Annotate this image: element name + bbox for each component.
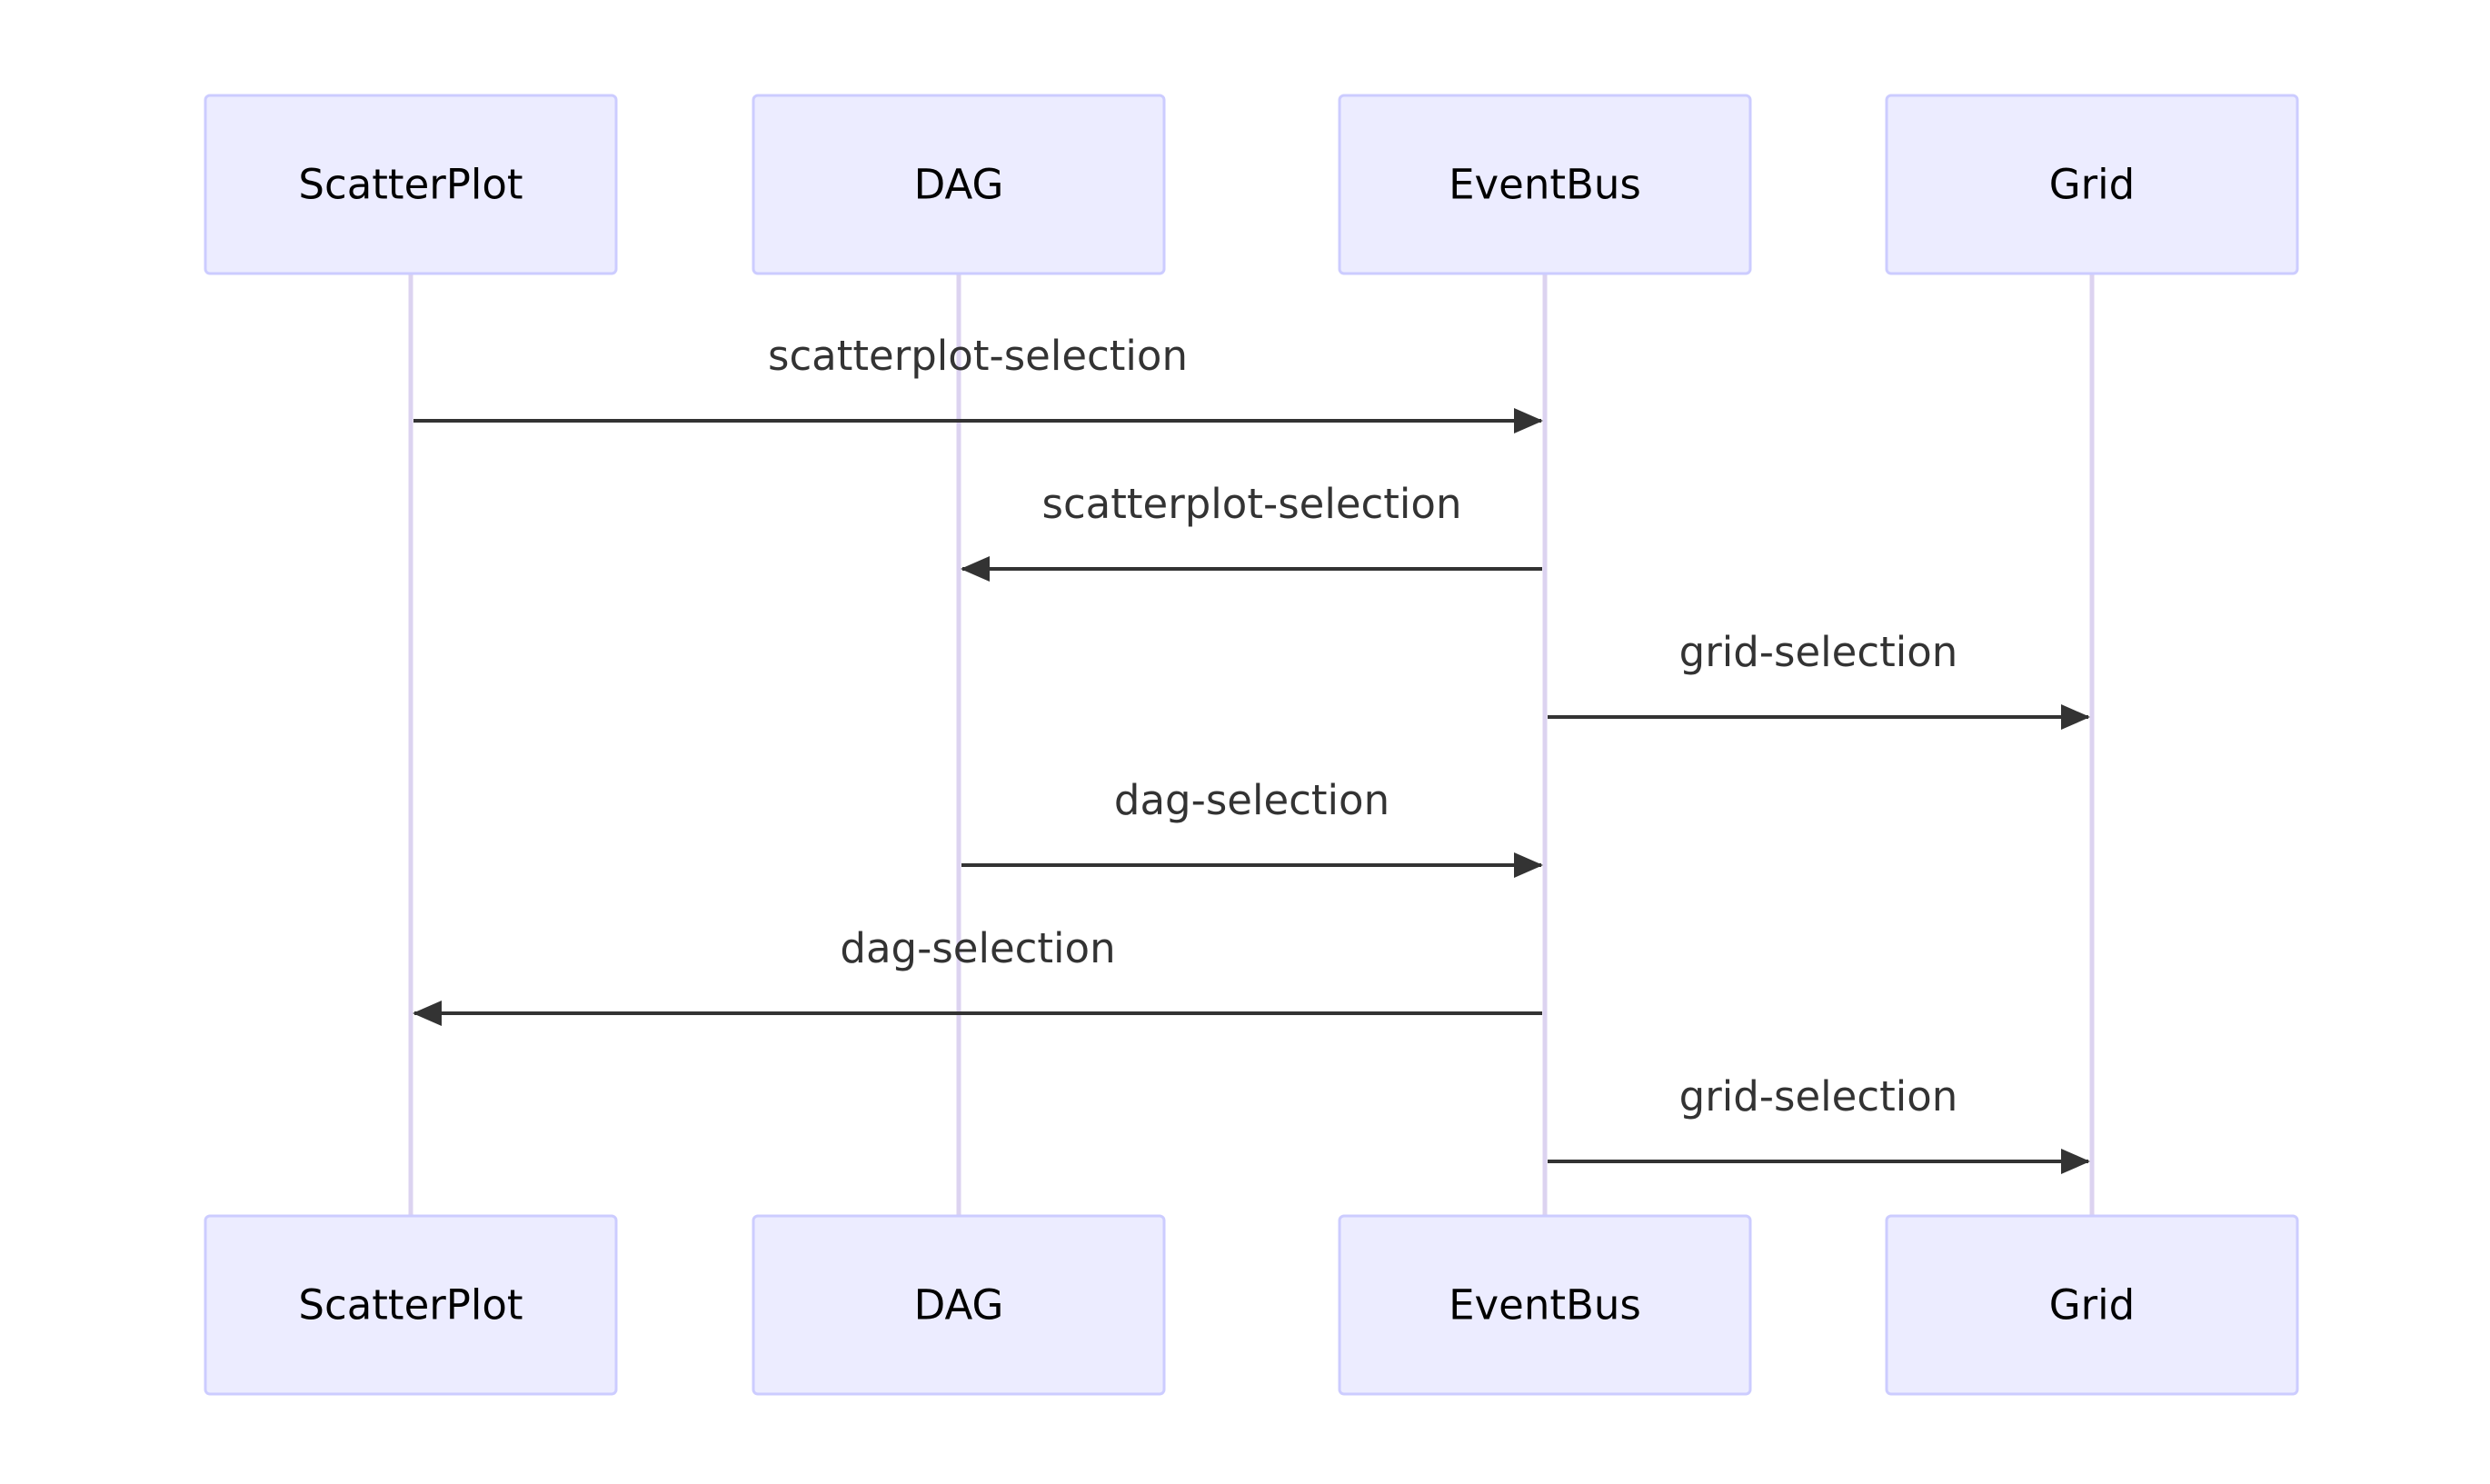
actor-label: ScatterPlot bbox=[298, 1281, 523, 1330]
message-label: grid-selection bbox=[1679, 1072, 1958, 1120]
actor-box bbox=[204, 94, 618, 275]
actor-eventbus-top[interactable]: EventBus bbox=[1338, 94, 1752, 275]
actor-label: Grid bbox=[2049, 161, 2135, 209]
actor-eventbus-bottom[interactable]: EventBus bbox=[1338, 1214, 1752, 1396]
actor-label: Grid bbox=[2049, 1281, 2135, 1330]
actor-grid-top[interactable]: Grid bbox=[1885, 94, 2299, 275]
actor-box bbox=[1885, 1214, 2299, 1396]
message-4: dag-selection bbox=[413, 924, 1542, 1026]
message-label: grid-selection bbox=[1679, 628, 1958, 676]
actor-box bbox=[752, 1214, 1166, 1396]
actor-box bbox=[1885, 94, 2299, 275]
message-label: scatterplot-selection bbox=[1042, 480, 1462, 528]
actor-box bbox=[204, 1214, 618, 1396]
actor-scatterplot-top[interactable]: ScatterPlot bbox=[204, 94, 618, 275]
message-1: scatterplot-selection bbox=[961, 480, 1542, 582]
actor-scatterplot-bottom[interactable]: ScatterPlot bbox=[204, 1214, 618, 1396]
actor-label: EventBus bbox=[1449, 161, 1641, 209]
actor-label: DAG bbox=[914, 161, 1004, 209]
actor-dag-top[interactable]: DAG bbox=[752, 94, 1166, 275]
message-label: scatterplot-selection bbox=[768, 332, 1188, 380]
actor-box bbox=[1338, 1214, 1752, 1396]
message-5: grid-selection bbox=[1548, 1072, 2090, 1174]
actor-grid-bottom[interactable]: Grid bbox=[1885, 1214, 2299, 1396]
actor-dag-bottom[interactable]: DAG bbox=[752, 1214, 1166, 1396]
actor-box bbox=[752, 94, 1166, 275]
message-label: dag-selection bbox=[840, 924, 1115, 972]
actor-label: ScatterPlot bbox=[298, 161, 523, 209]
message-label: dag-selection bbox=[1114, 776, 1389, 824]
actor-box bbox=[1338, 94, 1752, 275]
message-0: scatterplot-selection bbox=[413, 332, 1543, 433]
message-2: grid-selection bbox=[1548, 628, 2090, 730]
actor-label: EventBus bbox=[1449, 1281, 1641, 1330]
message-3: dag-selection bbox=[961, 776, 1543, 878]
actor-label: DAG bbox=[914, 1281, 1004, 1330]
